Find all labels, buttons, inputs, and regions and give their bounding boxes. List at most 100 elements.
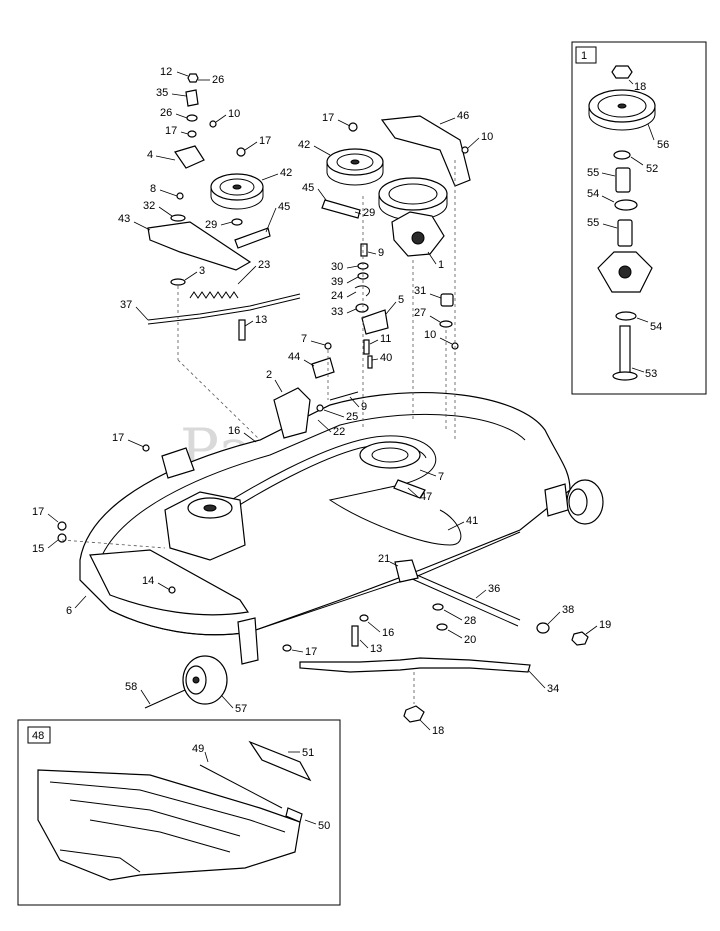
label-32: 32: [143, 200, 155, 212]
label-17-b: 17: [259, 135, 271, 147]
label-9-top: 9: [378, 247, 384, 259]
label-17-f: 17: [305, 646, 317, 658]
wheel-bracket: [237, 617, 259, 665]
label-4: 4: [147, 149, 153, 161]
spindle-inset: 1 18 56 52 55 54 55 54 53: [571, 41, 707, 395]
label-18-inset: 18: [634, 81, 646, 93]
label-6: 6: [66, 605, 72, 617]
blade-nut: [403, 705, 425, 723]
label-26-top: 26: [212, 74, 224, 86]
label-55-bottom: 55: [587, 217, 599, 229]
label-30: 30: [331, 261, 343, 273]
label-42-left: 42: [280, 167, 292, 179]
label-45-left: 45: [278, 201, 290, 213]
deck-center-idler: [359, 441, 421, 469]
belt-guard-bracket: [380, 115, 471, 187]
label-41: 41: [466, 515, 478, 527]
label-23: 23: [258, 259, 270, 271]
label-45-center: 45: [302, 182, 314, 194]
label-46: 46: [457, 110, 469, 122]
label-57: 57: [235, 703, 247, 715]
label-2: 2: [266, 369, 272, 381]
label-53: 53: [645, 368, 657, 380]
label-43: 43: [118, 213, 130, 225]
baffle-bracket: [248, 740, 312, 782]
rod-washer: [536, 622, 550, 634]
label-35: 35: [156, 87, 168, 99]
deck-stabilizer-rod: [409, 571, 521, 621]
label-11: 11: [380, 333, 391, 345]
idler-bracket: [147, 221, 252, 271]
baffle-spring: [285, 807, 303, 823]
label-31: 31: [414, 285, 426, 297]
label-56: 56: [657, 139, 669, 151]
part-labels: 12 26 35 26 10 17 17 4 42 8 32 45 29 43 …: [32, 66, 611, 737]
deck-skirt-front: [89, 549, 250, 616]
spindle-inset-title-box: [575, 46, 597, 64]
label-8: 8: [150, 183, 156, 195]
deck-lift-rod: [147, 293, 301, 321]
label-14: 14: [142, 575, 154, 587]
label-17-a: 17: [165, 125, 177, 137]
label-58: 58: [125, 681, 137, 693]
baffle-inset: 48 49 51 50: [17, 719, 341, 906]
label-51: 51: [302, 747, 314, 759]
label-28: 28: [464, 615, 476, 627]
label-27: 27: [414, 307, 426, 319]
label-3: 3: [199, 265, 205, 277]
rod-nut: [571, 631, 589, 646]
label-10-right-top: 10: [481, 131, 493, 143]
label-9-mid: 9: [361, 401, 367, 413]
rod-bracket: [394, 559, 419, 583]
label-7-top: 7: [301, 333, 307, 345]
deck-belt: [199, 435, 462, 546]
pivot-bracket: [185, 89, 199, 107]
spindle-bearing-bottom: [615, 311, 637, 321]
label-52: 52: [646, 163, 658, 175]
idler-spring: [189, 291, 239, 299]
spindle-inset-frame: [571, 41, 707, 395]
label-13-lower: 13: [370, 643, 382, 655]
label-39: 39: [331, 276, 343, 288]
spindle-nut: [611, 65, 633, 79]
label-36: 36: [488, 583, 500, 595]
label-44: 44: [288, 351, 300, 363]
label-5: 5: [398, 294, 404, 306]
label-24: 24: [331, 290, 343, 302]
label-54-top: 54: [587, 188, 599, 200]
label-16-lower: 16: [382, 627, 394, 639]
label-34: 34: [547, 683, 559, 695]
label-49: 49: [192, 743, 204, 755]
label-40: 40: [380, 352, 392, 364]
spindle-inset-title: 1: [581, 50, 587, 62]
baffle-rod: [199, 764, 283, 809]
alignment-lines: [61, 160, 456, 549]
spindle-spacer-top: [615, 167, 631, 193]
label-25: 25: [346, 411, 358, 423]
label-54-bottom: 54: [650, 321, 662, 333]
front-gauge-wheel: [182, 655, 228, 705]
label-13-upper: 13: [255, 314, 267, 326]
label-17-c: 17: [322, 112, 334, 124]
label-26-mid: 26: [160, 107, 172, 119]
baffle-inset-title-box: [27, 726, 51, 744]
label-17-d: 17: [112, 432, 124, 444]
spindle-shaft: [619, 325, 631, 375]
label-55-top: 55: [587, 167, 599, 179]
idler-arm-center: [361, 309, 389, 335]
label-10-right: 10: [424, 329, 436, 341]
label-22: 22: [333, 426, 345, 438]
label-1: 1: [438, 259, 444, 271]
label-20: 20: [464, 634, 476, 646]
label-29-left: 29: [205, 219, 217, 231]
spindle-bearing-top: [614, 199, 638, 211]
label-47: 47: [420, 491, 432, 503]
spindle-washer-top: [613, 150, 631, 160]
label-38: 38: [562, 604, 574, 616]
label-21: 21: [378, 553, 390, 565]
label-17-e: 17: [32, 506, 44, 518]
upper-parts: [142, 73, 471, 499]
deck-assembly: [57, 392, 604, 723]
label-42-center: 42: [298, 139, 310, 151]
